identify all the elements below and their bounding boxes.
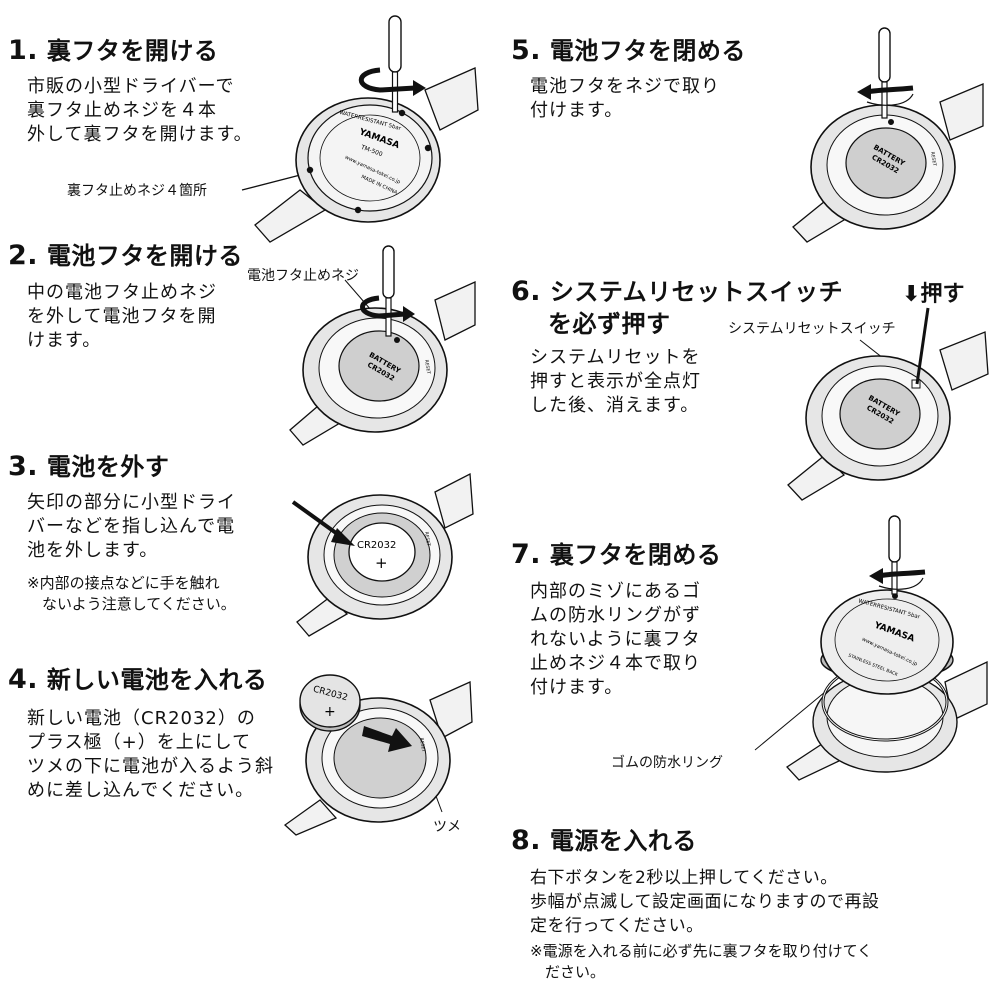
step-8-title: 8. 電源を入れる: [511, 825, 697, 856]
watch-reset-text-3: RESET: [423, 531, 431, 546]
step-7: 7. 裏フタを閉める: [511, 540, 721, 570]
illustration-step-2: BATTERY CR2032 RESET: [275, 240, 476, 450]
callout-battery-cover-screw: 電池フタ止めネジ: [247, 268, 359, 284]
step-2: 2. 電池フタを開ける: [8, 241, 243, 271]
step-6-title-line1: 6. システムリセットスイッチ: [511, 276, 844, 307]
step-5-body: 電池フタをネジで取り 付けます。: [530, 76, 720, 121]
watch-reset-text-5: RESET: [929, 151, 937, 166]
step-5-title: 5. 電池フタを閉める: [511, 35, 746, 66]
battery-plus-sign: +: [375, 554, 388, 572]
step-2-title: 2. 電池フタを開ける: [8, 240, 243, 271]
step-6: 6. システムリセットスイッチ を必ず押す: [511, 277, 843, 339]
step-4-body: 新しい電池（CR2032）の プラス極（+）を上にして ツメの下に電池が入るよう…: [27, 708, 274, 801]
illustration-step-5: BATTERY CR2032 RESET: [785, 22, 985, 247]
step-1-title: 1. 裏フタを開ける: [8, 35, 219, 66]
step-8-note: ※電源を入れる前に必ず先に裏フタを取り付けてく ださい。: [530, 942, 873, 981]
illustration-step-3: CR2032 + RESET: [285, 462, 475, 637]
step-7-body: 内部のミゾにあるゴ ムの防水リングがず れないように裏フタ 止めネジ４本で取り …: [530, 581, 701, 698]
callout-back-screws: 裏フタ止めネジ４箇所: [67, 183, 207, 199]
step-3-body: 矢印の部分に小型ドライ バーなどを指し込んで電 池を外します。: [27, 492, 236, 561]
illustration-step-4: CR2032 + RESET: [280, 660, 475, 836]
new-battery-plus: +: [324, 704, 336, 720]
step-1-body: 市販の小型ドライバーで 裏フタ止めネジを４本 外して裏フタを開けます。: [27, 76, 253, 145]
step-3: 3. 電池を外す: [8, 452, 169, 482]
callout-waterproof-ring: ゴムの防水リング: [611, 755, 723, 771]
callout-claw: ツメ: [433, 819, 461, 835]
step-3-title: 3. 電池を外す: [8, 451, 170, 482]
step-8: 8. 電源を入れる: [511, 826, 697, 856]
step-4: 4. 新しい電池を入れる: [8, 665, 267, 695]
step-3-note: ※内部の接点などに手を触れ ないよう注意してください。: [27, 574, 236, 613]
push-label: ⬇押す: [902, 282, 965, 307]
step-6-title-line2: を必ず押す: [548, 310, 671, 338]
watch-reset-text: RESET: [423, 359, 431, 374]
step-7-title: 7. 裏フタを閉める: [511, 539, 722, 570]
step-6-body: システムリセットを 押すと表示が全点灯 した後、消えます。: [530, 347, 701, 416]
watch-reset-text-4: RESET: [418, 737, 426, 752]
step-2-body: 中の電池フタ止めネジ を外して電池フタを開 けます。: [27, 282, 217, 351]
illustration-step-7: WATERRESISTANT 5bar YAMASA www.yamasa-to…: [754, 512, 990, 782]
callout-reset-switch: システムリセットスイッチ: [728, 321, 896, 337]
step-5: 5. 電池フタを閉める: [511, 36, 746, 66]
battery-cell-label: CR2032: [357, 540, 396, 551]
push-arrow-icon: ⬇: [902, 282, 921, 307]
step-4-title: 4. 新しい電池を入れる: [8, 664, 268, 695]
illustration-step-1: WATERRESISTANT 5bar YAMASA TM-500 www.ya…: [230, 10, 480, 250]
illustration-step-6: BATTERY CR2032: [780, 300, 990, 505]
step-8-body: 右下ボタンを2秒以上押してください。 歩幅が点滅して設定画面になりますので再設 …: [530, 868, 880, 936]
step-1: 1. 裏フタを開ける: [8, 36, 218, 66]
